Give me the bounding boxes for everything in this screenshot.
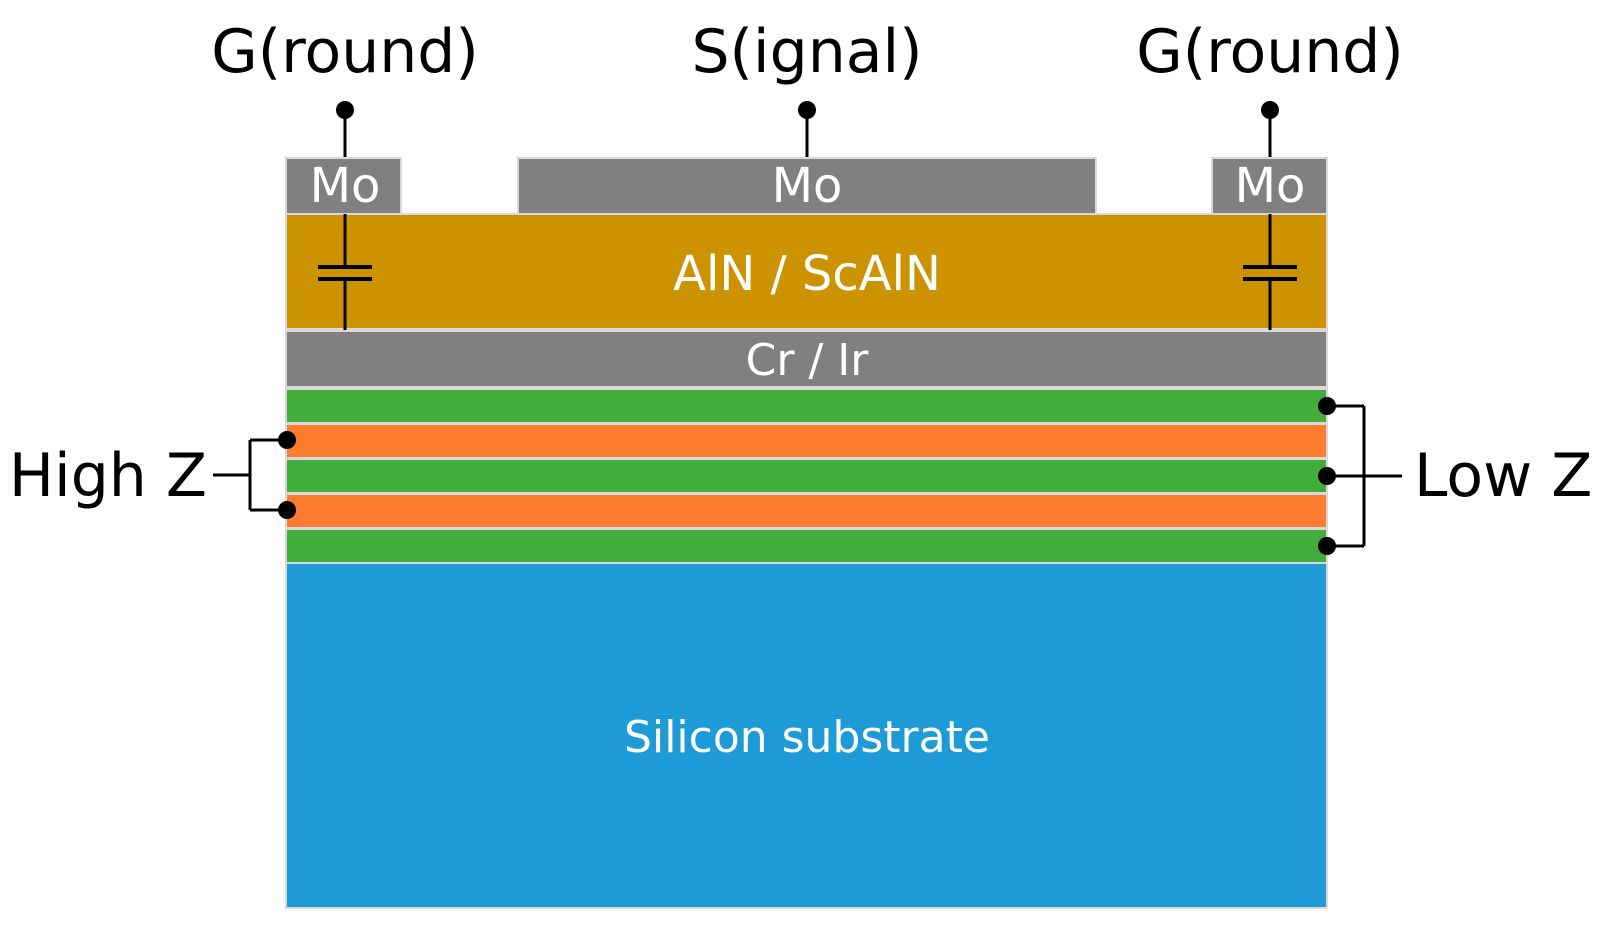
terminal-label-ground-left: G(round): [211, 17, 479, 87]
electrode-mo-left-label: Mo: [310, 158, 381, 214]
terminal-lead-left: [336, 101, 354, 158]
low-z-label: Low Z: [1414, 441, 1592, 511]
capacitor-symbol-left: [318, 214, 372, 331]
terminal-lead-right: [1261, 101, 1279, 158]
bottom-electrode-layer: [285, 330, 1328, 388]
high-z-bracket: [213, 431, 296, 519]
electrode-mo-center-label: Mo: [772, 158, 843, 214]
reflector-layer-high-z-2: [285, 493, 1328, 529]
piezo-layer-label: AlN / ScAlN: [673, 246, 941, 302]
terminal-label-ground-right: G(round): [1136, 17, 1404, 87]
bragg-reflector: [285, 388, 1328, 564]
electrode-mo-right: [1211, 157, 1328, 215]
silicon-substrate: [285, 562, 1328, 909]
reflector-layer-low-z-1: [285, 388, 1328, 424]
capacitor-symbol-right: [1243, 214, 1297, 331]
piezo-layer: [285, 213, 1328, 330]
low-z-bracket: [1318, 397, 1402, 555]
substrate-label: Silicon substrate: [624, 712, 990, 763]
terminal-label-signal: S(ignal): [691, 17, 922, 87]
bottom-electrode-label: Cr / Ir: [746, 335, 870, 386]
electrode-mo-left: [285, 157, 402, 215]
reflector-layer-low-z-3: [285, 528, 1328, 564]
reflector-layer-high-z-1: [285, 423, 1328, 459]
electrode-mo-center: [517, 157, 1097, 215]
high-z-label: High Z: [9, 441, 207, 511]
terminal-lead-center: [798, 101, 816, 158]
electrode-mo-right-label: Mo: [1235, 158, 1306, 214]
reflector-layer-low-z-2: [285, 458, 1328, 494]
